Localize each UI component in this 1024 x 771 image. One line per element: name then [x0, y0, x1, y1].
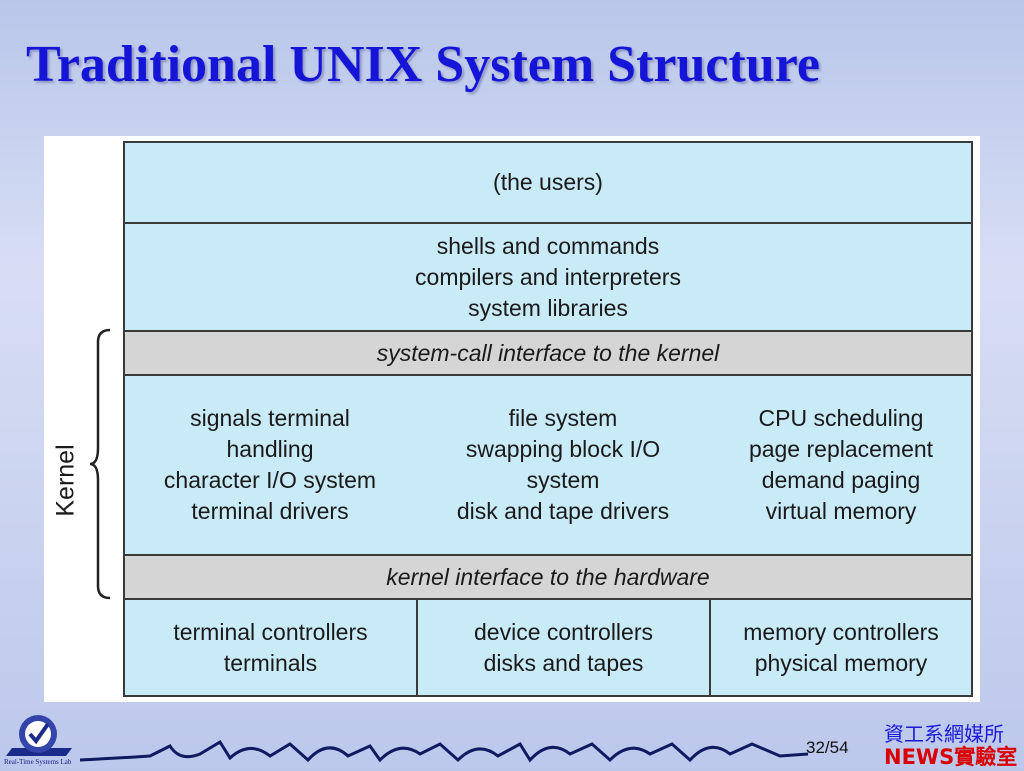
shells-line: shells and commands — [436, 232, 660, 259]
kernel-column-filesystem: file system swapping block I/O system di… — [415, 376, 711, 554]
hardware-column-memory: memory controllers physical memory — [711, 600, 971, 695]
kernel-column-line: system — [526, 467, 600, 493]
kernel-column-line: page replacement — [748, 436, 934, 462]
shells-line: compilers and interpreters — [415, 263, 681, 290]
kernel-column-line: terminal drivers — [191, 498, 349, 524]
kernel-column-line: handling — [226, 436, 314, 462]
kernel-column-line: character I/O system — [163, 467, 377, 493]
page-number: 32/54 — [806, 738, 849, 758]
system-call-interface-layer: system-call interface to the kernel — [125, 332, 971, 376]
unix-structure-diagram: (the users) shells and commands compiler… — [123, 141, 973, 697]
users-layer: (the users) — [125, 143, 971, 224]
kernel-column-terminal: signals terminal handling character I/O … — [125, 376, 415, 554]
kernel-layer: signals terminal handling character I/O … — [125, 376, 971, 556]
users-text: (the users) — [493, 169, 603, 195]
kernel-column-line: file system — [508, 405, 618, 431]
hardware-column-line: terminals — [223, 649, 318, 676]
hardware-column-line: memory controllers — [743, 618, 939, 645]
shells-line: system libraries — [468, 294, 628, 321]
hardware-interface-layer: kernel interface to the hardware — [125, 556, 971, 600]
kernel-label-text: Kernel — [51, 444, 80, 517]
slide-title: Traditional UNIX System Structure — [26, 36, 820, 93]
shells-layer: shells and commands compilers and interp… — [125, 224, 971, 332]
decorative-calligraphy-icon — [80, 739, 809, 763]
kernel-column-line: CPU scheduling — [758, 405, 924, 431]
lab-label: NEWS實驗室 — [884, 745, 1018, 769]
hardware-interface-text: kernel interface to the hardware — [386, 563, 710, 590]
hardware-layer: terminal controllers terminals device co… — [125, 600, 971, 695]
kernel-column-line: signals terminal — [190, 405, 350, 431]
hardware-column-line: disks and tapes — [483, 649, 644, 676]
page-total: /54 — [824, 738, 849, 757]
hardware-column-line: terminal controllers — [173, 618, 368, 645]
hardware-column-line: physical memory — [754, 649, 928, 676]
lab-logo-text: Real-Time Systems Lab — [4, 758, 72, 766]
hardware-column-line: device controllers — [474, 618, 653, 645]
kernel-column-memory: CPU scheduling page replacement demand p… — [711, 376, 971, 554]
kernel-column-line: disk and tape drivers — [456, 498, 670, 524]
system-call-interface-text: system-call interface to the kernel — [376, 339, 720, 366]
hardware-column-terminal: terminal controllers terminals — [125, 600, 418, 695]
hardware-column-device: device controllers disks and tapes — [418, 600, 711, 695]
kernel-column-line: demand paging — [761, 467, 921, 493]
lab-logo-icon — [6, 715, 72, 756]
page-current: 32 — [806, 738, 825, 757]
kernel-column-line: virtual memory — [765, 498, 917, 524]
kernel-brace-icon — [89, 328, 111, 600]
kernel-column-line: swapping block I/O — [465, 436, 661, 462]
kernel-side-label: Kernel — [52, 440, 80, 520]
department-label: 資工系網媒所 — [884, 722, 1004, 746]
